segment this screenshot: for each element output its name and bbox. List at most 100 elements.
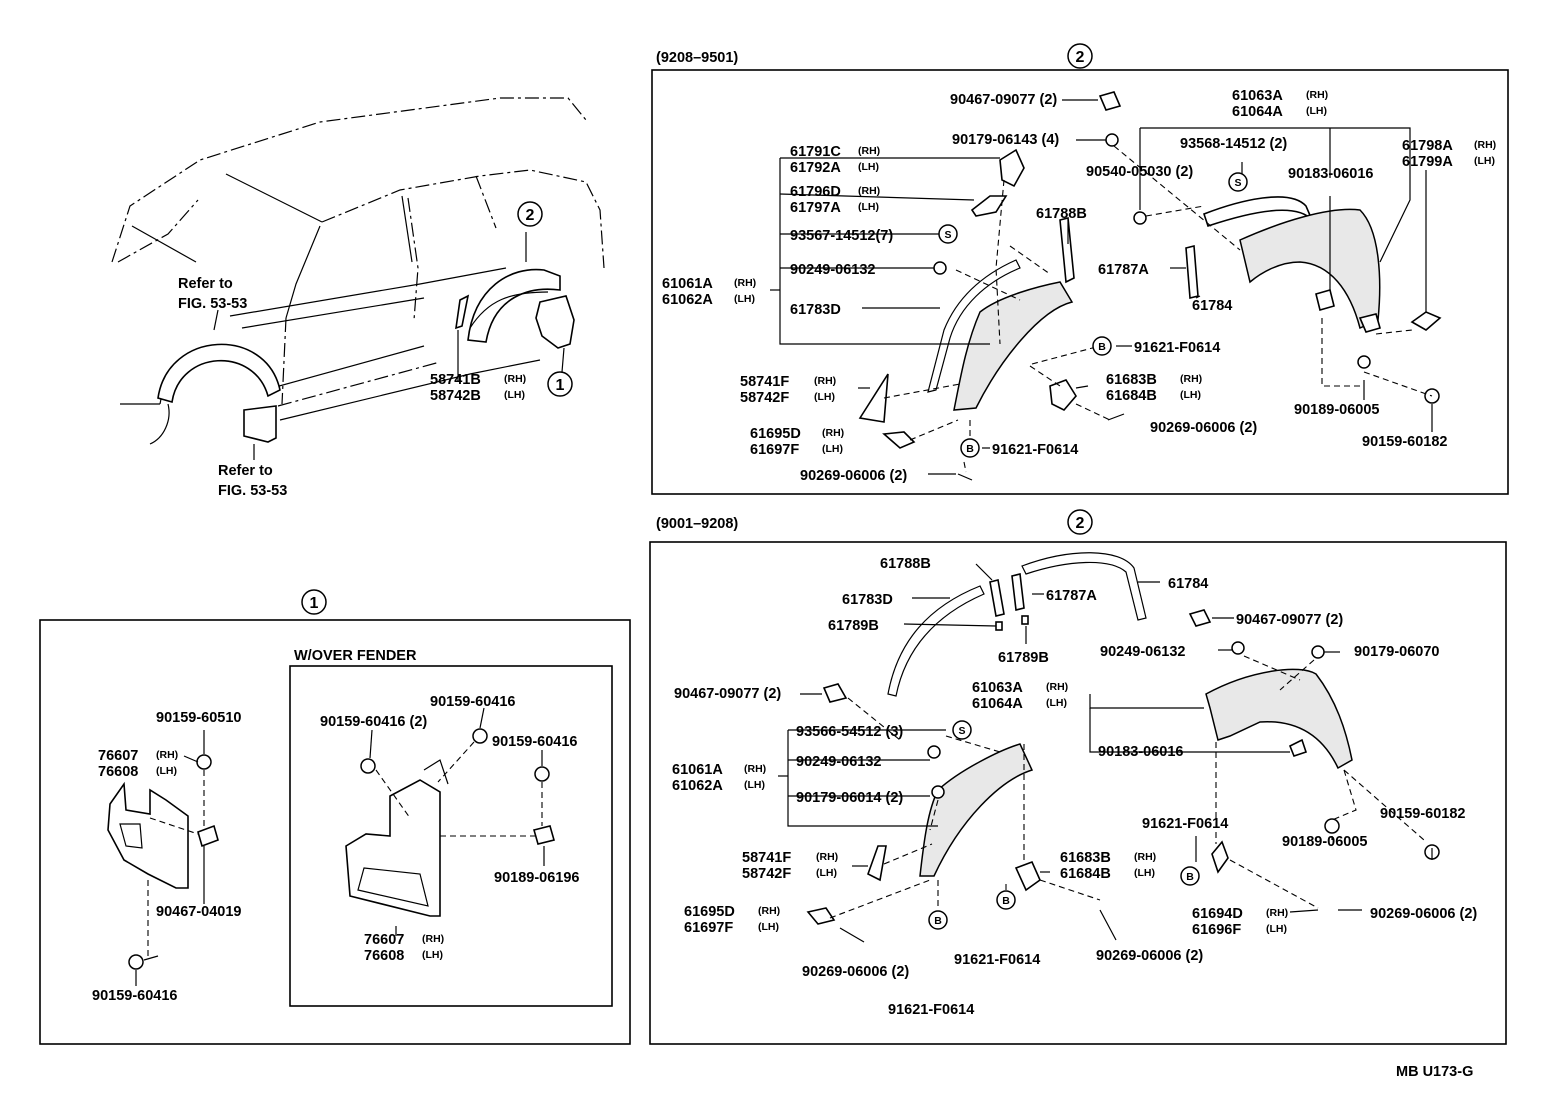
symbol-b-text: B — [1002, 895, 1010, 907]
rh-tag: (RH) — [814, 375, 836, 387]
panel-callout-text: 2 — [1076, 49, 1085, 66]
nut-90179-06070 — [1311, 645, 1325, 659]
mudguard-58741F — [858, 373, 889, 423]
lbl-61694D: 61694D — [1192, 906, 1243, 922]
lh-tag: (LH) — [816, 867, 837, 879]
part-58741B: 58741B — [430, 372, 481, 388]
nut-90179-06014 — [931, 785, 945, 799]
lbl-93566-54512: 93566-54512 (3) — [796, 724, 903, 740]
rh-tag: (RH) — [758, 905, 780, 917]
symbol-s-text: S — [958, 725, 965, 737]
nut-90467-09077-r — [1188, 609, 1212, 627]
lbl-61061A: 61061A — [662, 276, 713, 292]
lbl-76608-b: 76608 — [364, 948, 404, 964]
lbl-61062A: 61062A — [672, 778, 723, 794]
refer-top-line1: Refer to — [178, 276, 233, 292]
panel-9208-9501-labels: 90467-09077 (2) 61063A (RH) 61064A (LH) … — [662, 88, 1496, 484]
lbl-76607-b: 76607 — [364, 932, 404, 948]
nut-90467-09077-l — [822, 683, 848, 703]
lbl-90183-06016: 90183-06016 — [1288, 166, 1373, 182]
lbl-61696F: 61696F — [1192, 922, 1241, 938]
bolt-90159-60416-b — [472, 728, 488, 744]
lbl-61791C: 61791C — [790, 144, 841, 160]
symbol-s-text: S — [944, 229, 951, 241]
bracket-61683B — [1014, 860, 1041, 892]
lbl-90249-06132-l: 90249-06132 — [796, 754, 881, 770]
lbl-90467-09077-l: 90467-09077 (2) — [674, 686, 781, 702]
lbl-61798A: 61798A — [1402, 138, 1453, 154]
lbl-58742F: 58742F — [740, 390, 789, 406]
clip-90183-06016 — [1288, 738, 1308, 757]
moulding-61783D — [927, 259, 1021, 393]
part-58742B: 58742B — [430, 388, 481, 404]
lbl-90467-04019: 90467-04019 — [156, 904, 241, 920]
moulding-61783D — [887, 585, 985, 697]
fender-front-part — [953, 281, 1074, 411]
rh-tag: (RH) — [858, 145, 880, 157]
lbl-61683B: 61683B — [1106, 372, 1157, 388]
lbl-90249-06132-r: 90249-06132 — [1100, 644, 1185, 660]
lh-tag: (LH) — [858, 161, 879, 173]
rh-tag: (RH) — [816, 851, 838, 863]
screw-90249-06132-r — [1231, 641, 1245, 655]
lbl-93568-14512: 93568-14512 (2) — [1180, 136, 1287, 152]
fender-rear-part — [1239, 208, 1381, 330]
nut-90540-05030 — [1133, 211, 1147, 225]
lbl-90179-06014: 90179-06014 (2) — [796, 790, 903, 806]
panel-9001-9208-labels: 61788B 61784 61783D 61787A 61789B 61789B… — [672, 556, 1477, 1018]
lbl-61789B-b: 61789B — [998, 650, 1049, 666]
moulding-61784 — [1021, 552, 1147, 621]
clip-61791C — [999, 148, 1025, 188]
lh-tag: (LH) — [758, 921, 779, 933]
lbl-61797A: 61797A — [790, 200, 841, 216]
lbl-90179-06143: 90179-06143 (4) — [952, 132, 1059, 148]
lbl-90269-06006-a: 90269-06006 (2) — [1150, 420, 1257, 436]
callout-circle-1 — [547, 371, 573, 397]
moulding-61787A — [1011, 573, 1025, 611]
lbl-91621-F0614-l: 91621-F0614 — [888, 1002, 974, 1018]
lbl-61789B-a: 61789B — [828, 618, 879, 634]
nut-90467-04019 — [197, 824, 219, 848]
bolt-90159-60416-c — [534, 766, 550, 782]
bracket-61683B — [1049, 379, 1077, 411]
vehicle-overview — [111, 97, 605, 460]
nut-90189-06196 — [533, 825, 555, 845]
refer-bottom-line1: Refer to — [218, 463, 273, 479]
over-fender-frame — [289, 665, 613, 1007]
clip-61789B-b — [1021, 615, 1029, 625]
lbl-91621-F0614-m: 91621-F0614 — [954, 952, 1040, 968]
symbol-b — [1092, 336, 1112, 356]
lbl-93567-14512: 93567-14512(7) — [790, 228, 893, 244]
lbl-76607-a: 76607 — [98, 748, 138, 764]
bracket-61694D — [1211, 840, 1229, 874]
lbl-90540-05030: 90540-05030 (2) — [1086, 164, 1193, 180]
lh-tag: (LH) — [822, 443, 843, 455]
panel-9208-9501: (9208–9501) 2 — [651, 43, 1509, 495]
rivet-90269-06006-a — [1107, 413, 1125, 421]
clip-61798A — [1410, 311, 1442, 331]
mudguard-right — [345, 779, 441, 917]
panel-frame — [39, 619, 631, 1045]
symbol-b — [928, 910, 948, 930]
clip-61796D — [970, 195, 1008, 217]
screw-90189-06005 — [1324, 818, 1340, 834]
rh-tag: (RH) — [734, 277, 756, 289]
fender-rear-part — [1205, 668, 1353, 770]
lbl-91621-F0614-a: 91621-F0614 — [1134, 340, 1220, 356]
panel-mudguard-labels: 90159-60510 76607 (RH) 76608 (LH) 90467-… — [92, 694, 579, 1004]
nut-90179-06143 — [1105, 133, 1119, 147]
refer-bottom-line2: FIG. 53-53 — [218, 483, 287, 499]
lbl-90189-06005: 90189-06005 — [1294, 402, 1379, 418]
refer-top-line2: FIG. 53-53 — [178, 296, 247, 312]
lbl-58741F: 58741F — [740, 374, 789, 390]
symbol-b — [996, 890, 1016, 910]
rh-tag: (RH) — [858, 185, 880, 197]
rh-tag: (RH) — [422, 933, 444, 945]
moulding-61787A — [1185, 244, 1199, 300]
moulding-61788B — [989, 579, 1005, 617]
bolt-90159-60416-2 — [360, 758, 376, 774]
lbl-61787A: 61787A — [1098, 262, 1149, 278]
rh-tag: (RH) — [1134, 851, 1156, 863]
lbl-91621-F0614-r: 91621-F0614 — [1142, 816, 1228, 832]
lh-tag: (LH) — [858, 201, 879, 213]
